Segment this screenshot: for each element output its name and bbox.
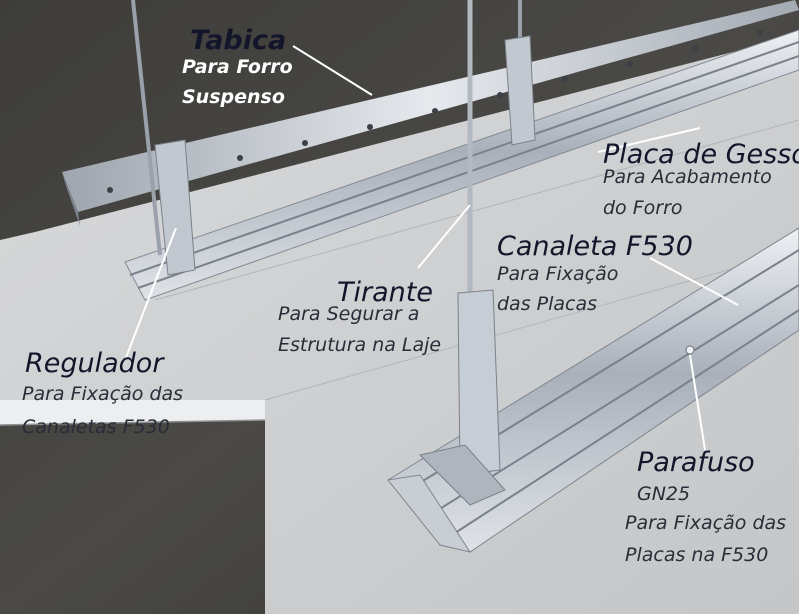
leader-tabica <box>292 45 373 96</box>
parafuso-screw <box>685 345 695 355</box>
regulador-clip <box>419 444 506 506</box>
leader-canaleta <box>649 257 739 306</box>
gypsum-board <box>0 35 799 614</box>
leader-tirante <box>417 204 471 269</box>
tirante-title: Tirante <box>337 277 433 308</box>
leader-lines <box>124 45 739 451</box>
parafuso-line1: Para Fixação das <box>625 512 787 534</box>
leader-parafuso <box>689 354 706 451</box>
board-edge <box>0 400 265 425</box>
tabica-trim <box>62 0 799 212</box>
regulador-line1: Para Fixação das <box>22 383 184 405</box>
board-seam <box>154 119 799 301</box>
board-seam <box>264 249 799 401</box>
canaleta-front-end <box>387 474 472 553</box>
regulador-hanger <box>457 289 501 476</box>
canaleta-line2: das Placas <box>497 293 598 315</box>
placa-title: Placa de Gesso <box>603 139 799 170</box>
parafuso-code: GN25 <box>637 483 691 505</box>
canaleta-title: Canaleta F530 <box>497 231 693 262</box>
board-edge-line <box>0 419 266 426</box>
tirante-rod <box>131 0 162 256</box>
canaleta-rib <box>129 41 799 276</box>
regulador-title: Regulador <box>25 348 164 379</box>
tabica-line1: Para Forro <box>182 56 293 78</box>
placa-line1: Para Acabamento <box>603 166 772 188</box>
canaleta-rib <box>454 309 799 534</box>
parafuso-title: Parafuso <box>637 447 755 478</box>
parafuso-line2: Placas na F530 <box>625 544 769 566</box>
leader-regulador <box>124 227 177 361</box>
tirante-line2: Estrutura na Laje <box>278 334 442 356</box>
tirante-line1: Para Segurar a <box>278 303 420 325</box>
tabica-title: Tabica <box>190 25 287 56</box>
regulador-line2: Canaletas F530 <box>22 416 170 438</box>
tabica-line2: Suspenso <box>182 86 285 108</box>
regulador-hanger <box>504 35 536 146</box>
regulador-hanger <box>154 139 196 276</box>
tabica-trim-edge <box>62 172 80 226</box>
canaleta-line1: Para Fixação <box>497 263 619 285</box>
leader-placa <box>597 127 701 153</box>
placa-line2: do Forro <box>603 197 683 219</box>
